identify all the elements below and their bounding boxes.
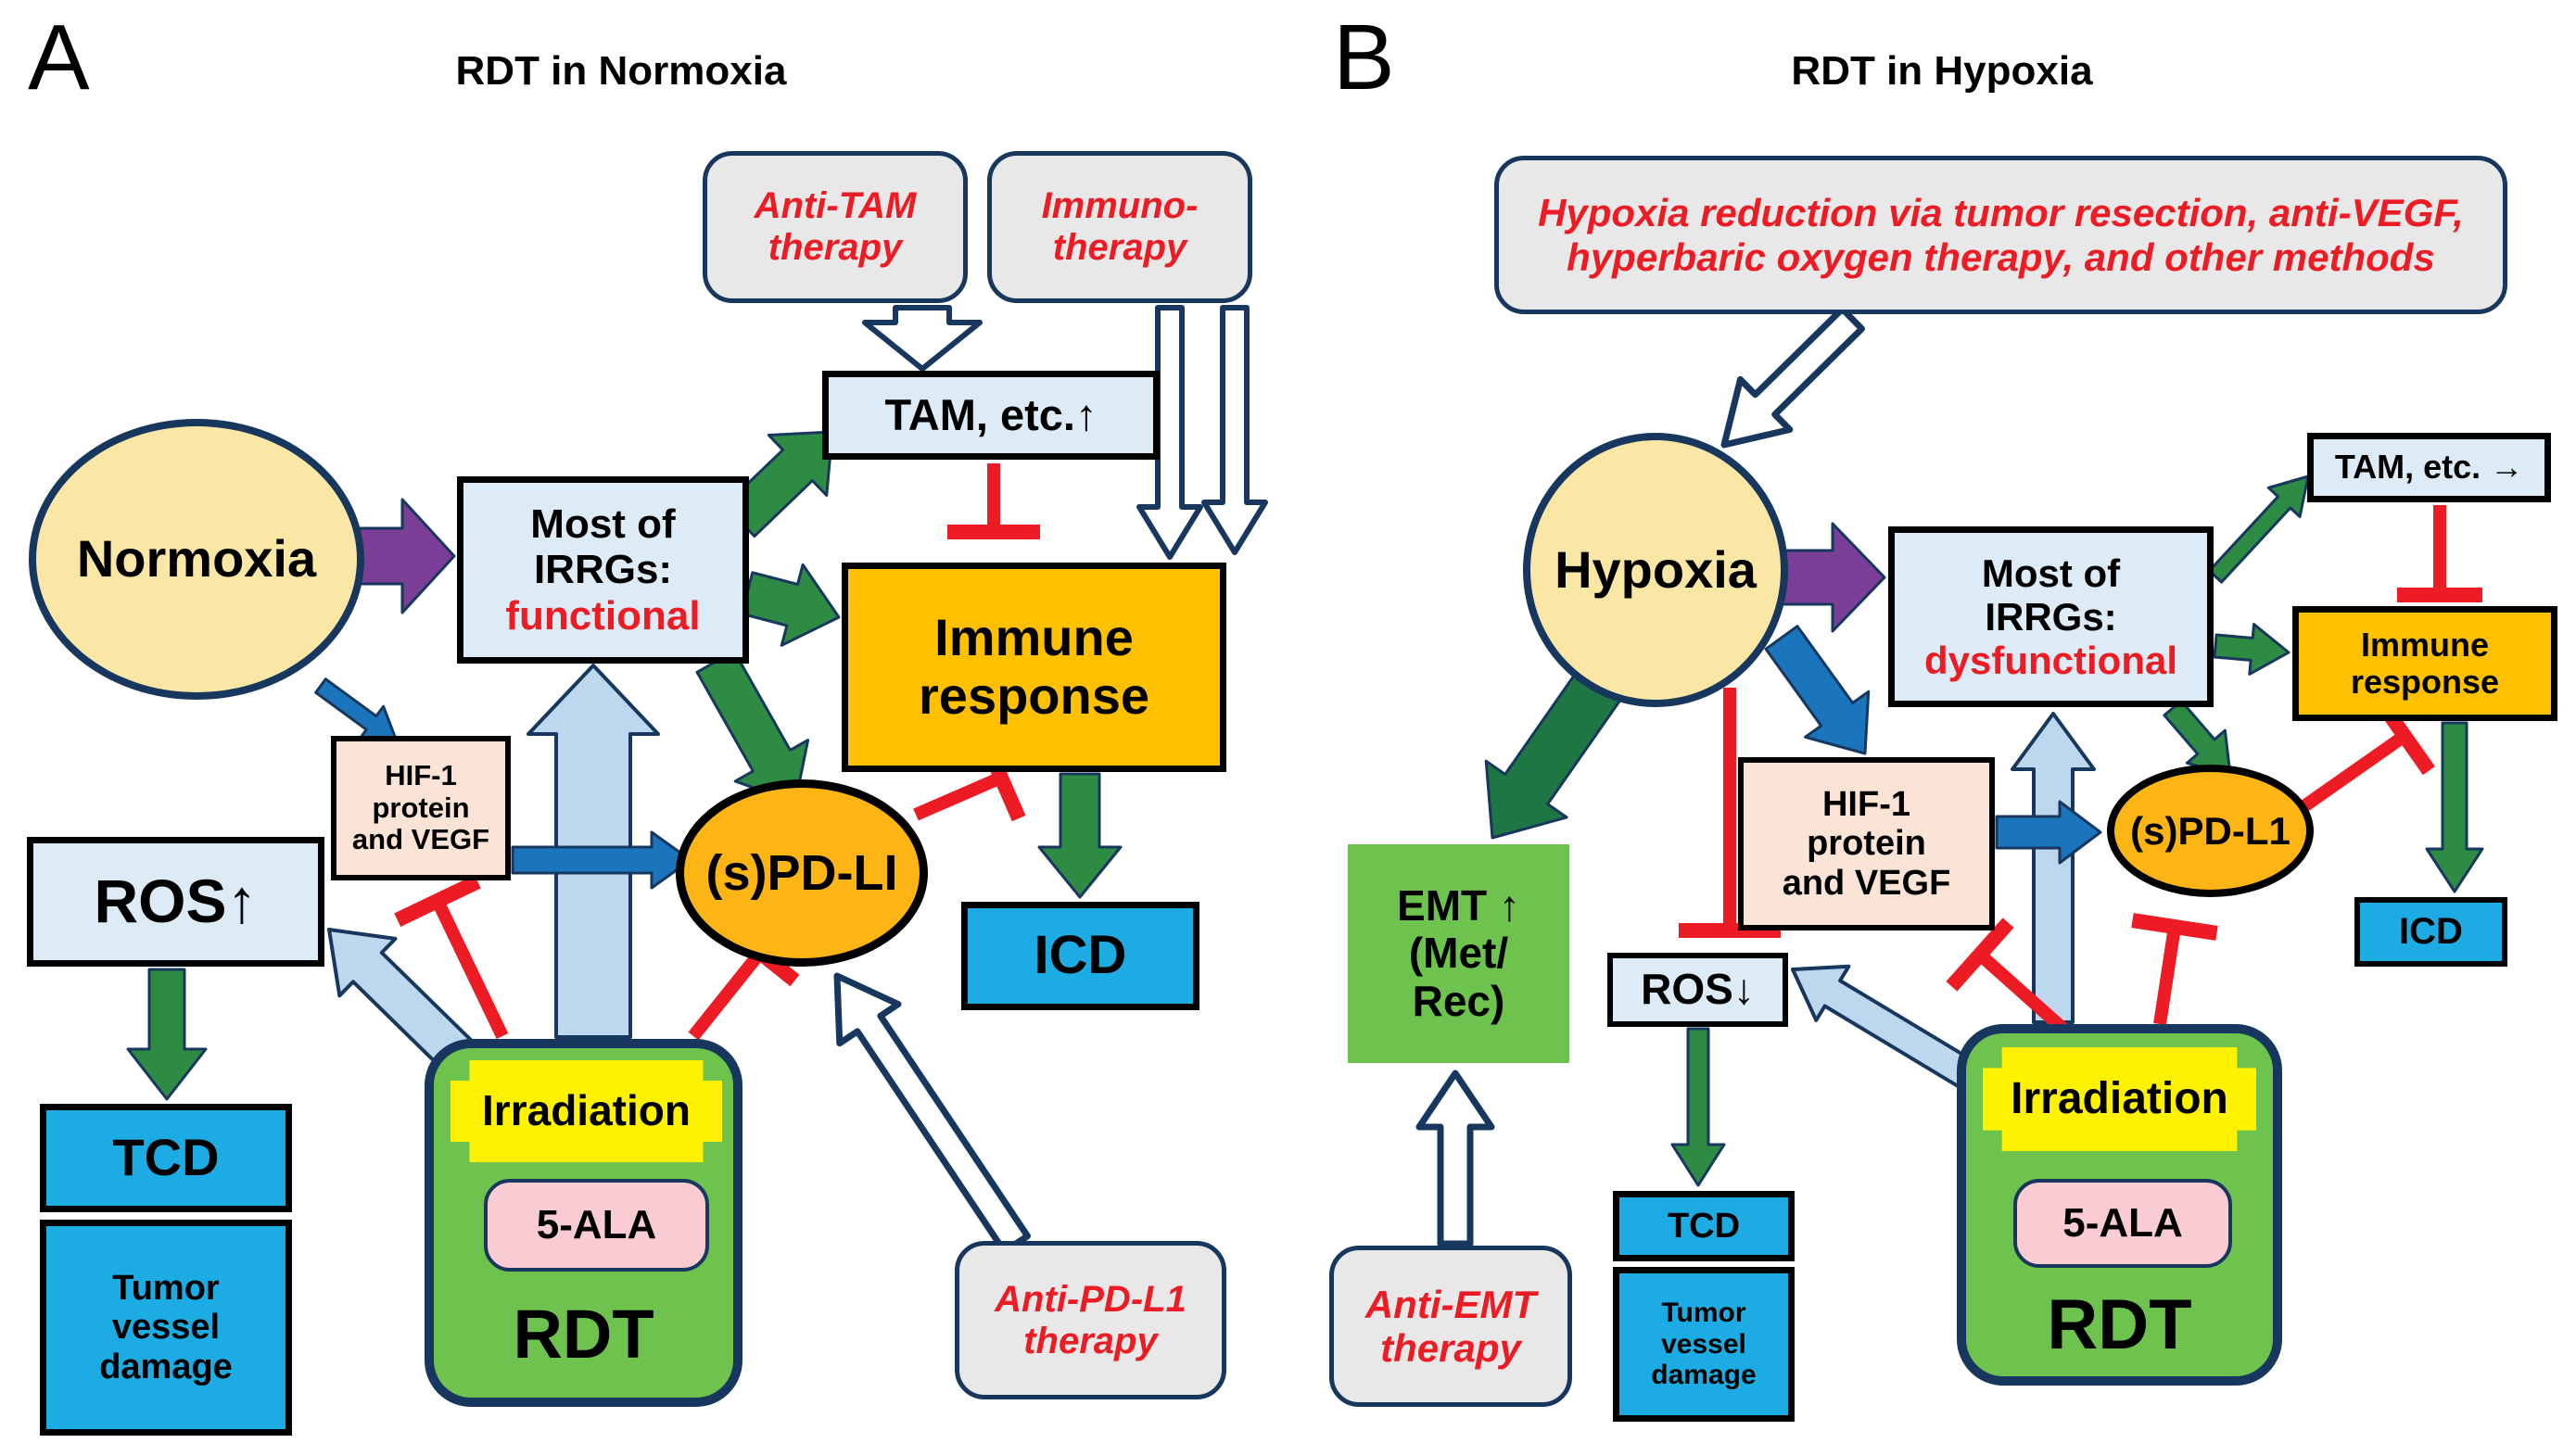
tam-box-b: TAM, etc. →: [2307, 433, 2551, 502]
inhibit-rdt-hif-a-stem: [431, 897, 509, 1040]
arrow-hif-to-pdl1-b: [1995, 800, 2102, 865]
inhibit-rdt-pdl1-a-stem: [688, 948, 766, 1041]
irrgs-box-b: Most of IRRGs: dysfunctional: [1888, 526, 2214, 707]
anti-pdl1-therapy-box: Anti-PD-L1 therapy: [955, 1241, 1226, 1399]
panel-a-label: A: [28, 6, 90, 109]
arrow-immuno-to-immune-2: [1201, 305, 1268, 555]
hif1-vegf-box-a: HIF-1 protein and VEGF: [331, 736, 511, 880]
arrow-antipdl1-to-pdl1: [833, 972, 1031, 1255]
immune-response-box-b: Immune response: [2292, 606, 2557, 721]
irradiation-badge-b: Irradiation: [1983, 1047, 2256, 1151]
emt-box: EMT ↑ (Met/ Rec): [1348, 844, 1569, 1063]
ala-box-b: 5-ALA: [2013, 1179, 2232, 1268]
irrgs-a-status: functional: [505, 592, 701, 639]
irrgs-a-main: Most of IRRGs:: [530, 501, 676, 593]
panel-b-label: B: [1333, 6, 1395, 109]
arrow-antitam-to-tam: [862, 305, 983, 372]
arrow-normoxia-to-hif: [314, 677, 399, 743]
inhibit-rdt-hif-a-cap: [394, 875, 481, 927]
tam-box-a: TAM, etc.↑: [822, 371, 1160, 460]
panel-b-title: RDT in Hypoxia: [1791, 48, 2093, 94]
inhibit-rdt-hif-b-stem: [1975, 949, 2070, 1036]
arrow-irrgs-to-pdl1-b: [2163, 699, 2232, 777]
arrow-immuno-to-immune-1: [1136, 305, 1203, 560]
inhibit-rdt-hif-b-cap: [1946, 918, 2014, 992]
arrow-rdt-to-irrgs-b: [2011, 712, 2096, 1024]
arrow-hypoxia-to-irrgs: [1780, 522, 1886, 633]
arrow-ros-to-tcd-b: [1670, 1027, 1726, 1187]
hypoxia-ellipse: Hypoxia: [1523, 433, 1788, 707]
irrgs-box-a: Most of IRRGs: functional: [457, 476, 749, 664]
inhibit-pdl1-immune-a-stem: [913, 771, 1004, 821]
arrow-antiemt-to-emt: [1415, 1070, 1495, 1247]
icd-box-b: ICD: [2354, 897, 2507, 967]
rdt-label-b: RDT: [2047, 1285, 2192, 1365]
ros-down-box: ROS↓: [1607, 953, 1788, 1027]
anti-tam-therapy-box: Anti-TAM therapy: [703, 151, 968, 303]
arrow-irrgs-to-immune-a: [740, 563, 841, 647]
spdl1-ellipse-a: (s)PD-LI: [676, 779, 928, 967]
arrow-ros-to-tcd-a: [126, 968, 208, 1101]
ala-box-a: 5-ALA: [484, 1179, 709, 1272]
irrgs-b-main: Most of IRRGs:: [1981, 551, 2121, 639]
tumor-vessel-damage-box-a: Tumor vessel damage: [40, 1220, 292, 1436]
inhibit-rdt-pdl1-b-stem: [2153, 925, 2181, 1026]
arrow-irrgs-to-immune-b: [2213, 623, 2290, 676]
tcd-box-a: TCD: [40, 1104, 292, 1212]
immune-response-box-a: Immune response: [842, 563, 1226, 772]
arrow-hypoxia-to-hif-b: [1764, 625, 1871, 755]
arrow-irrgs-to-tam-b: [2207, 475, 2310, 584]
icd-box-a: ICD: [961, 902, 1199, 1010]
irradiation-badge-a: Irradiation: [450, 1060, 722, 1162]
irrgs-b-status: dysfunctional: [1923, 639, 2178, 683]
hypoxia-reduction-box: Hypoxia reduction via tumor resection, a…: [1494, 156, 2507, 314]
arrow-rdt-to-ros-b: [1791, 964, 1975, 1088]
arrow-hif-to-pdl1-a: [511, 830, 692, 890]
arrow-immune-to-icd-a: [1037, 772, 1123, 899]
tcd-box-b: TCD: [1613, 1191, 1795, 1261]
inhibit-rdt-pdl1-b-cap: [2131, 913, 2218, 941]
arrow-immune-to-icd-b: [2425, 721, 2484, 893]
inhibit-pdl1-immune-b-stem: [2294, 730, 2409, 816]
ros-up-box: ROS↑: [27, 837, 324, 967]
rdt-label-a: RDT: [513, 1295, 654, 1373]
arrow-normoxia-to-irrgs: [358, 498, 456, 614]
immunotherapy-box: Immuno- therapy: [987, 151, 1252, 303]
arrow-hypred-to-hypoxia: [1720, 305, 1865, 449]
tumor-vessel-damage-box-b: Tumor vessel damage: [1613, 1267, 1795, 1422]
hif1-vegf-box-b: HIF-1 protein and VEGF: [1738, 757, 1995, 930]
spdl1-ellipse-b: (s)PD-L1: [2107, 765, 2314, 897]
panel-a-title: RDT in Normoxia: [455, 48, 787, 94]
normoxia-ellipse: Normoxia: [29, 419, 364, 700]
anti-emt-therapy-box: Anti-EMT therapy: [1329, 1246, 1572, 1407]
arrow-irrgs-to-pdl1-a: [695, 650, 810, 804]
